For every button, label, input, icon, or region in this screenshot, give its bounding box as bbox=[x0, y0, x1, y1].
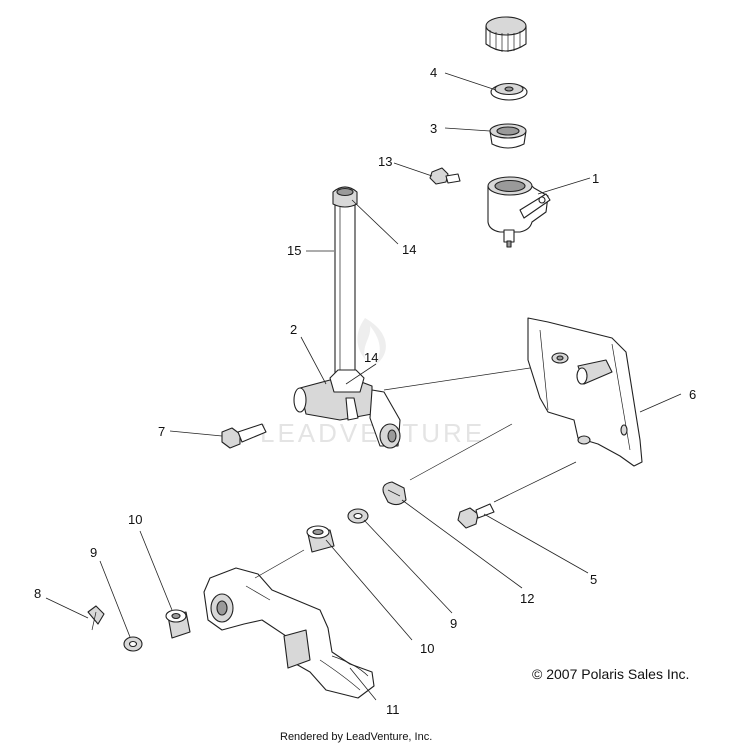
part-1-master-cylinder bbox=[487, 176, 551, 248]
part-15-pushrod-tube bbox=[332, 186, 358, 389]
callout-14-top: 14 bbox=[402, 242, 416, 257]
callout-10-lower: 10 bbox=[128, 512, 142, 527]
leader-lines bbox=[45, 72, 682, 701]
part-3-diaphragm-insert bbox=[489, 123, 527, 149]
part-8-cotter-pin bbox=[87, 605, 105, 631]
part-5-bolt bbox=[457, 503, 495, 529]
callout-1: 1 bbox=[592, 171, 599, 186]
callout-13: 13 bbox=[378, 154, 392, 169]
copyright-notice: © 2007 Polaris Sales Inc. bbox=[532, 666, 690, 682]
callout-12: 12 bbox=[520, 591, 534, 606]
callout-15: 15 bbox=[287, 243, 301, 258]
part-2-clevis-fitting bbox=[293, 369, 401, 449]
callout-labels: 1 2 3 4 5 6 7 8 9 9 10 10 11 12 13 14 14… bbox=[34, 65, 696, 717]
part-9-washer-upper bbox=[347, 508, 369, 524]
watermark-flame-icon bbox=[357, 318, 386, 366]
callout-5: 5 bbox=[590, 572, 597, 587]
reservoir-cap bbox=[485, 16, 527, 52]
part-4-diaphragm bbox=[490, 82, 528, 101]
callout-10-upper: 10 bbox=[420, 641, 434, 656]
part-12-spring-clip bbox=[382, 481, 407, 506]
watermark-text: LEADVENTURE bbox=[260, 418, 485, 448]
footer-credit: Rendered by LeadVenture, Inc. bbox=[280, 731, 433, 743]
callout-9-lower: 9 bbox=[90, 545, 97, 560]
callout-6: 6 bbox=[689, 387, 696, 402]
callout-7: 7 bbox=[158, 424, 165, 439]
part-11-pedal-arm bbox=[203, 567, 375, 699]
callout-14-mid: 14 bbox=[364, 350, 378, 365]
part-9-washer-lower bbox=[123, 636, 143, 652]
callout-8: 8 bbox=[34, 586, 41, 601]
callout-3: 3 bbox=[430, 121, 437, 136]
callout-11: 11 bbox=[386, 702, 400, 717]
part-10-bushing-upper bbox=[306, 525, 335, 553]
part-10-bushing-lower bbox=[165, 609, 191, 639]
callout-4: 4 bbox=[430, 65, 437, 80]
part-6-bracket bbox=[527, 317, 643, 467]
part-13-bolt bbox=[429, 167, 461, 185]
callout-2: 2 bbox=[290, 322, 297, 337]
callout-9-upper: 9 bbox=[450, 616, 457, 631]
part-7-bolt bbox=[221, 423, 267, 449]
